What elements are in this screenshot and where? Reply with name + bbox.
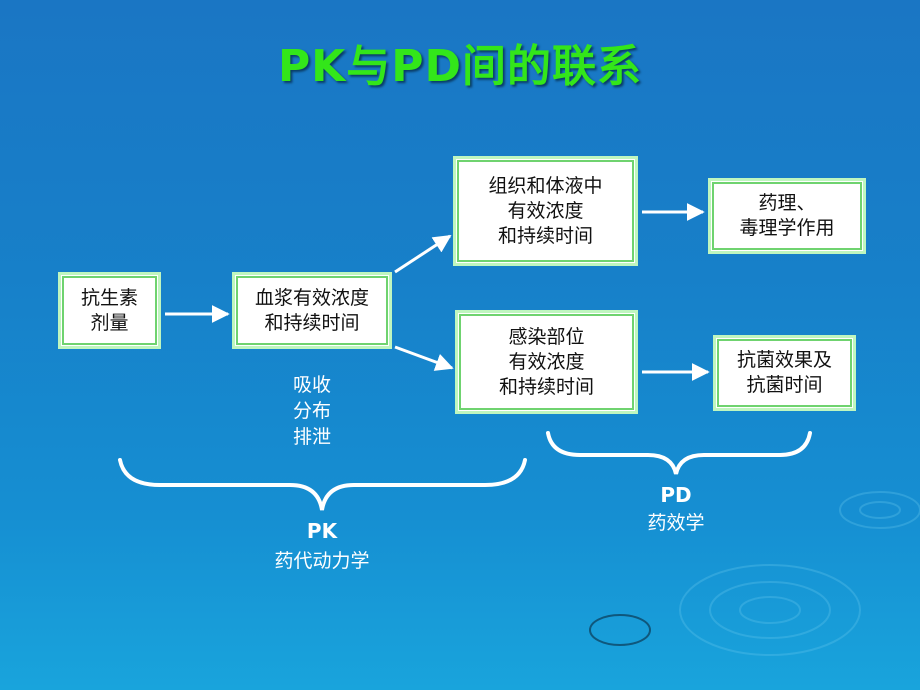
pk-abbr: PK bbox=[306, 519, 338, 543]
box-pharmacology: 药理、 毒理学作用 bbox=[708, 178, 866, 254]
pk-name: 药代动力学 bbox=[274, 550, 370, 572]
box-tissue-text: 组织和体液中 有效浓度 和持续时间 bbox=[488, 174, 603, 247]
box-dose: 抗生素 剂量 bbox=[58, 272, 161, 349]
box-plasma-text: 血浆有效浓度 和持续时间 bbox=[254, 286, 369, 334]
box-antibacterial: 抗菌效果及 抗菌时间 bbox=[713, 335, 856, 411]
box-antibacterial-text: 抗菌效果及 抗菌时间 bbox=[736, 349, 832, 396]
ripple-decoration bbox=[589, 491, 920, 656]
box-infection: 感染部位 有效浓度 和持续时间 bbox=[455, 310, 638, 414]
arrow-plasma-to-infection bbox=[394, 345, 454, 371]
box-dose-text: 抗生素 剂量 bbox=[80, 286, 138, 334]
process-label: 吸收 分布 排泄 bbox=[292, 374, 331, 448]
box-plasma: 血浆有效浓度 和持续时间 bbox=[232, 272, 392, 349]
box-infection-text: 感染部位 有效浓度 和持续时间 bbox=[498, 325, 594, 398]
pd-brace bbox=[546, 431, 812, 475]
pk-brace bbox=[118, 458, 527, 511]
pd-abbr: PD bbox=[660, 483, 692, 507]
box-tissue: 组织和体液中 有效浓度 和持续时间 bbox=[453, 156, 638, 266]
box-pharmacology-text: 药理、 毒理学作用 bbox=[739, 192, 835, 239]
pd-name: 药效学 bbox=[647, 512, 705, 534]
arrow-plasma-to-tissue bbox=[394, 234, 452, 274]
page-title: PK与PD间的联系 bbox=[277, 41, 643, 92]
